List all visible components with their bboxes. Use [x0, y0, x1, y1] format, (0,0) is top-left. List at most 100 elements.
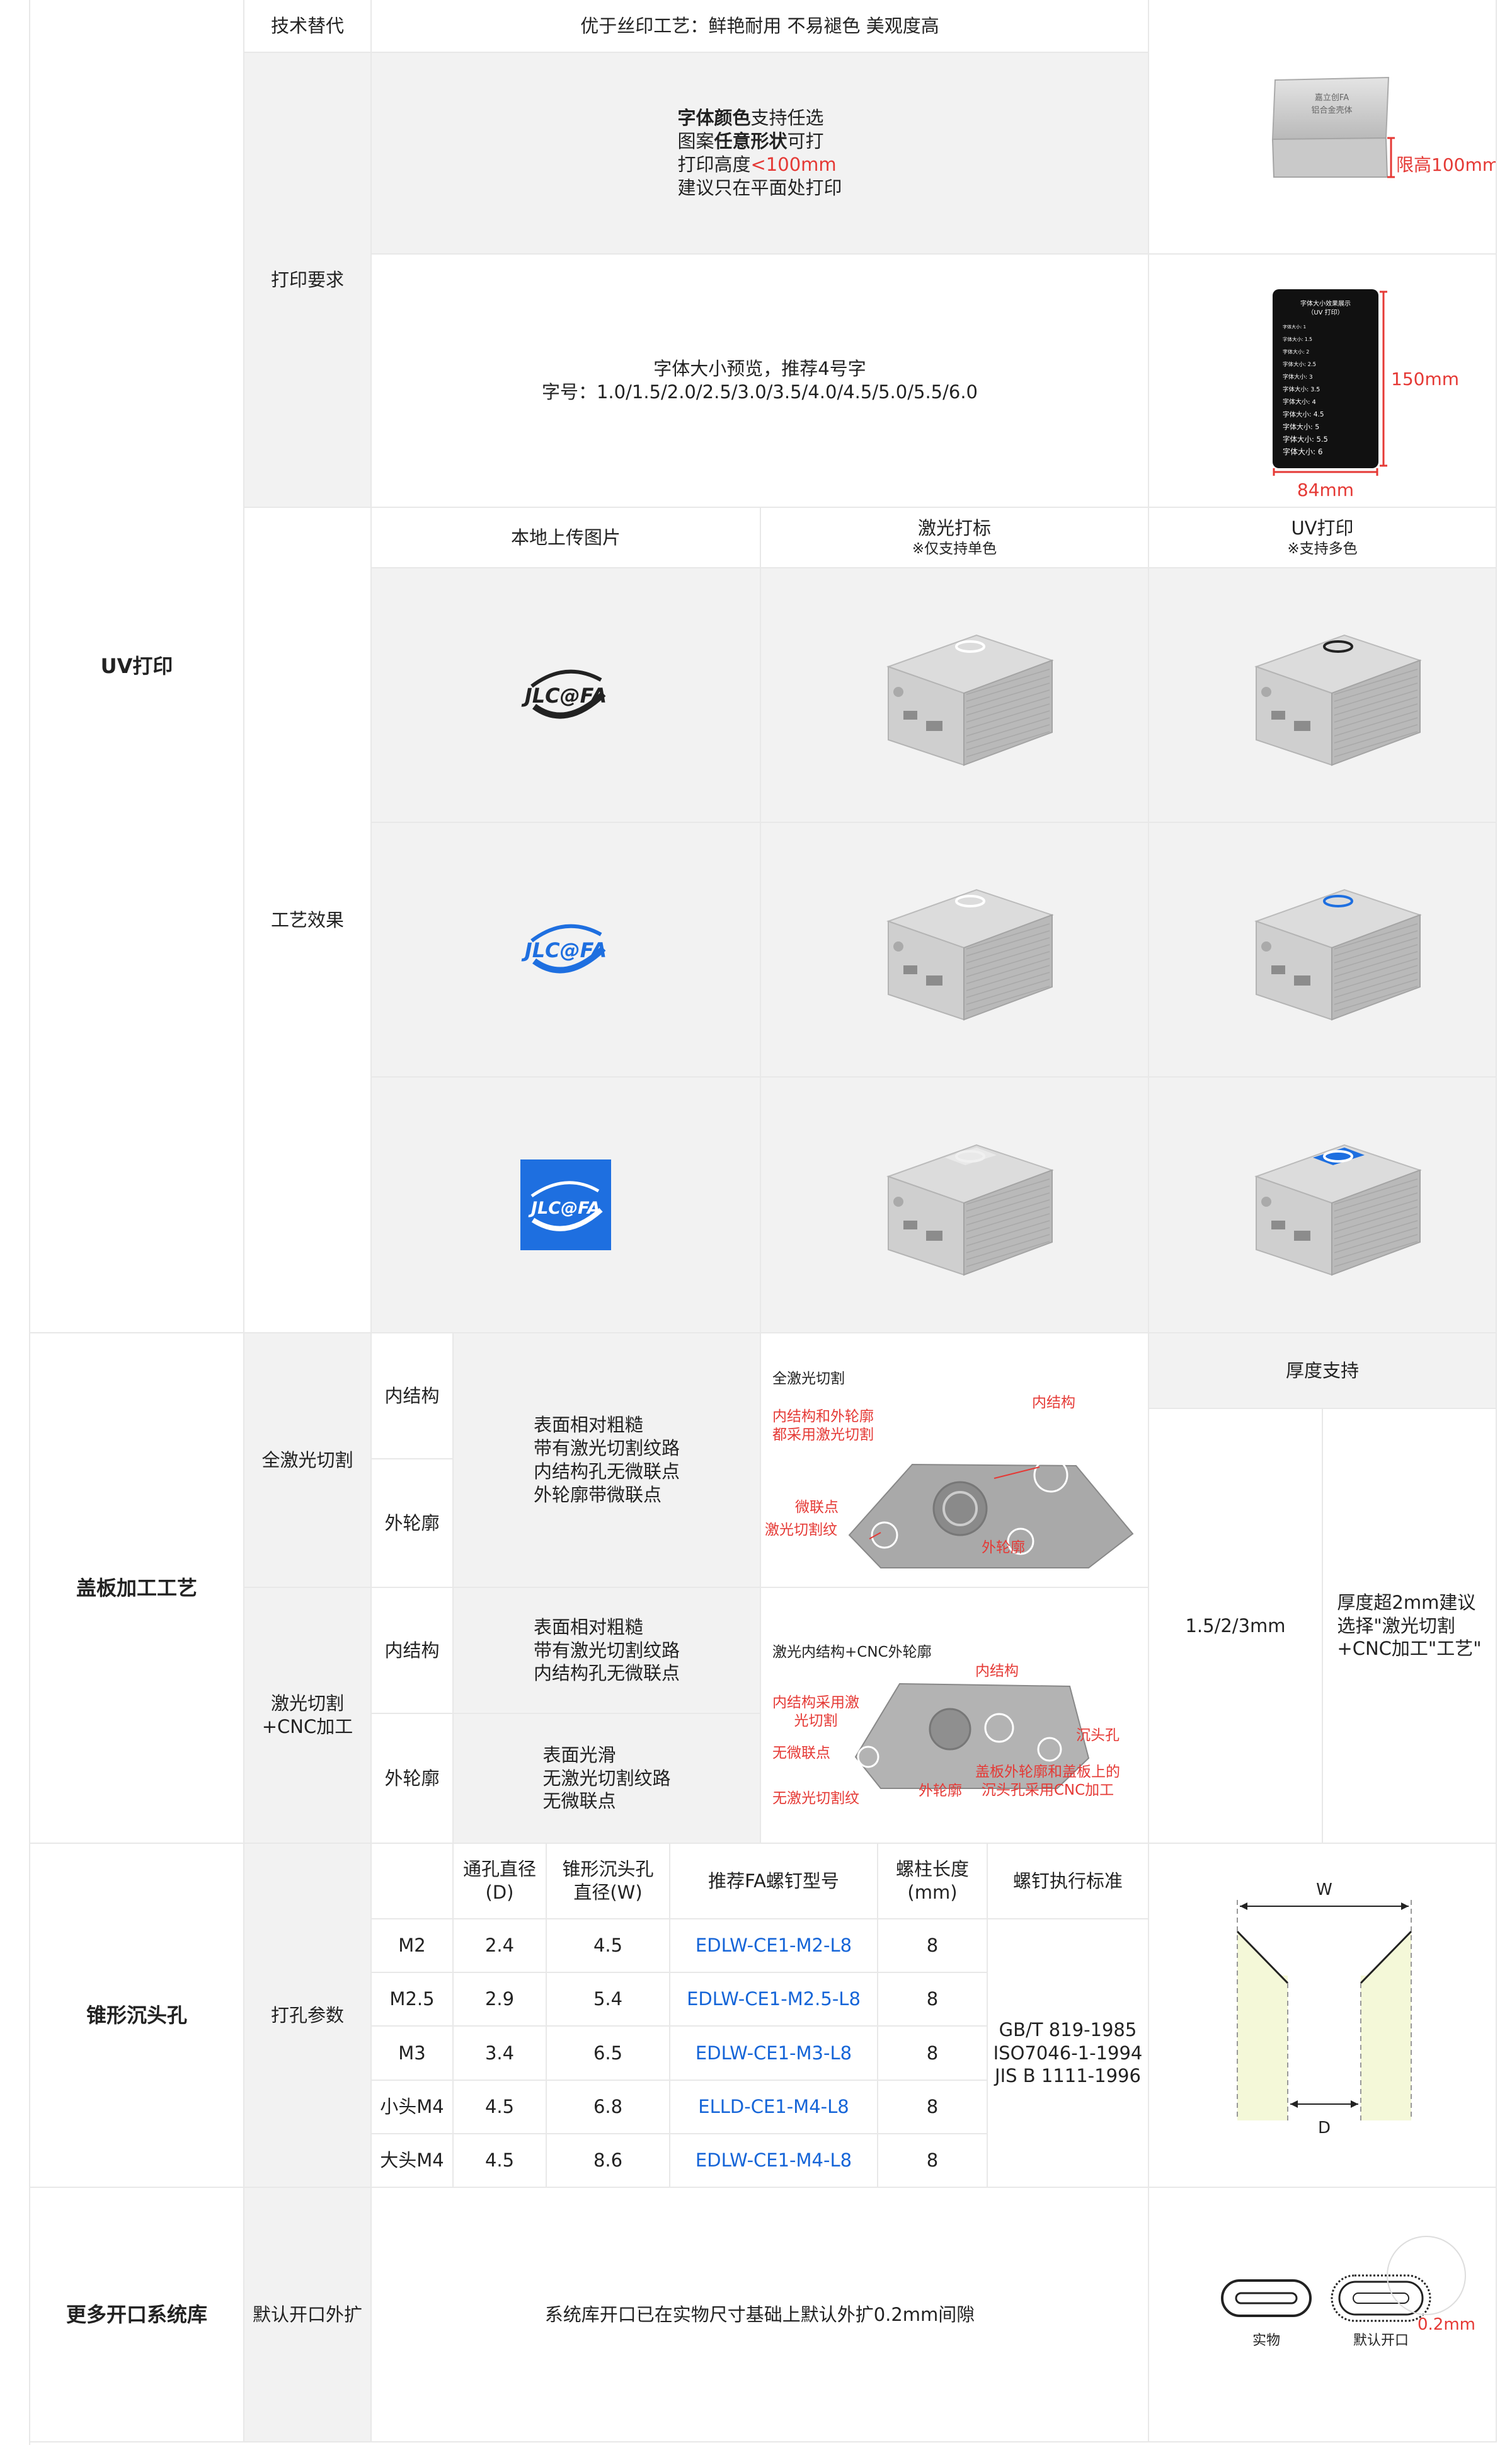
svg-text:默认开口: 默认开口	[1353, 2333, 1409, 2349]
card-row-text: 字体大小: 4.5	[1283, 410, 1324, 418]
print-req-label: 打印要求	[244, 53, 372, 508]
jlcfa-logo-square: JLC@FA	[520, 1159, 611, 1250]
thickness-note: 厚度超2mm建议 选择"激光切割 +CNC加工"工艺"	[1323, 1409, 1497, 1844]
card-row-text: 字体大小: 5	[1283, 422, 1319, 431]
svg-text:字体大小效果展示: 字体大小效果展示	[1300, 299, 1351, 308]
table-cell-len: 8	[878, 2080, 988, 2134]
col-upload-header: 本地上传图片	[372, 508, 761, 568]
svg-text:JLC@FA: JLC@FA	[521, 684, 607, 708]
screw-standard: GB/T 819-1985 ISO7046-1-1994 JIS B 1111-…	[988, 1919, 1149, 2188]
aluminum-enclosure-illustration	[886, 889, 1055, 1021]
usb-c-opening-illustration: 实物 默认开口 0.2mm	[1221, 2236, 1475, 2349]
full-laser-diagram: 全激光切割 内结构和外轮廓 都采用激光切割 内结构 微联点 激光切割纹 外轮廓	[761, 1333, 1149, 1588]
laser-mark-result-3	[761, 1078, 1149, 1333]
font-size-preview: 字体大小预览，推荐4号字 字号：1.0/1.5/2.0/2.5/3.0/3.5/…	[372, 255, 1149, 508]
jlcfa-logo-black: JLC@FA	[521, 669, 607, 719]
uv-print-result-2	[1149, 823, 1497, 1078]
cnc-outer-desc: 表面光滑 无激光切割纹路 无微联点	[454, 1714, 761, 1844]
svg-text:JLC@FA: JLC@FA	[521, 938, 607, 962]
enclosure-height-illustration: 嘉立创FA 铝合金壳体 限高100mm	[1271, 76, 1496, 178]
aluminum-enclosure-illustration	[886, 1144, 1055, 1276]
card-row-text: 字体大小: 1	[1283, 324, 1306, 330]
header-countersink-dia: 锥形沉头孔 直径(W)	[547, 1844, 670, 1919]
table-cell-w: 4.5	[547, 1919, 670, 1974]
enclosure-height-cell: 嘉立创FA 铝合金壳体 限高100mm	[1149, 0, 1497, 255]
default-expand-desc: 系统库开口已在实物尺寸基础上默认外扩0.2mm间隙	[372, 2188, 1149, 2442]
screw-model-link[interactable]: EDLW-CE1-M3-L8	[670, 2027, 878, 2081]
print-requirements: 字体颜色支持任选 图案任意形状可打 打印高度<100mm 建议只在平面处打印	[372, 53, 1149, 255]
svg-text:JLC@FA: JLC@FA	[528, 1199, 600, 1218]
upload-logo-cell-3: JLC@FA	[372, 1078, 761, 1333]
table-cell-size: 大头M4	[372, 2134, 454, 2188]
section-opening-library: 更多开口系统库	[30, 2188, 244, 2442]
header-screw-model: 推荐FA螺钉型号	[670, 1844, 878, 1919]
section-countersink: 锥形沉头孔	[30, 1844, 244, 2188]
upload-logo-cell-1: JLC@FA	[372, 568, 761, 823]
tech-replace-label: 技术替代	[244, 0, 372, 53]
table-cell-size: M2	[372, 1919, 454, 1974]
effect-label: 工艺效果	[244, 508, 372, 1333]
cover-plate-illustration-1	[848, 1458, 1134, 1568]
card-row-text: 字体大小: 1.5	[1283, 336, 1312, 342]
tech-replace-value: 优于丝印工艺：鲜艳耐用 不易褪色 美观度高	[372, 0, 1149, 53]
table-cell-w: 8.6	[547, 2134, 670, 2188]
screw-model-link[interactable]: ELLD-CE1-M4-L8	[670, 2080, 878, 2134]
upload-logo-cell-2: JLC@FA	[372, 823, 761, 1078]
table-cell-w: 6.5	[547, 2027, 670, 2081]
cover-plate-illustration-2	[854, 1683, 1090, 1789]
section-uv-print: UV打印	[30, 0, 244, 1333]
jlcfa-logo-blue: JLC@FA	[521, 924, 607, 974]
header-standard: 螺钉执行标准	[988, 1844, 1149, 1919]
screw-model-link[interactable]: EDLW-CE1-M4-L8	[670, 2134, 878, 2188]
aluminum-enclosure-illustration	[1254, 889, 1423, 1021]
laser-cnc-inner: 内结构	[372, 1588, 454, 1714]
svg-text:（UV 打印）: （UV 打印）	[1307, 308, 1343, 316]
table-cell-d: 2.4	[454, 1919, 547, 1974]
table-cell-d: 2.9	[454, 1973, 547, 2027]
laser-cnc-label: 激光切割 +CNC加工	[244, 1588, 372, 1844]
table-cell-size: M2.5	[372, 1973, 454, 2027]
table-cell-d: 4.5	[454, 2080, 547, 2134]
screw-model-link[interactable]: EDLW-CE1-M2-L8	[670, 1919, 878, 1974]
laser-cnc-outer: 外轮廓	[372, 1714, 454, 1844]
uv-print-result-3	[1149, 1078, 1497, 1333]
col-uvprint-header: UV打印※支持多色	[1149, 508, 1497, 568]
cnc-inner-desc: 表面相对粗糙 带有激光切割纹路 内结构孔无微联点	[454, 1588, 761, 1714]
font-card-cell: 字体大小效果展示 （UV 打印） 字体大小: 1 字体大小: 1.5 字体大小: 2…	[1149, 255, 1497, 508]
table-cell-len: 8	[878, 2134, 988, 2188]
full-laser-label: 全激光切割	[244, 1333, 372, 1588]
table-cell-w: 6.8	[547, 2080, 670, 2134]
drill-params-label: 打孔参数	[244, 1844, 372, 2188]
svg-text:150mm: 150mm	[1391, 369, 1459, 389]
laser-mark-result-1	[761, 568, 1149, 823]
svg-text:0.2mm: 0.2mm	[1418, 2315, 1475, 2334]
table-cell-len: 8	[878, 1973, 988, 2027]
card-row-text: 字体大小: 2	[1283, 348, 1309, 355]
full-laser-desc: 表面相对粗糙 带有激光切割纹路 内结构孔无微联点 外轮廓带微联点	[454, 1333, 761, 1588]
aluminum-enclosure-illustration	[1254, 1144, 1423, 1276]
page-frame	[29, 0, 1497, 2445]
col-laser-header: 激光打标※仅支持单色	[761, 508, 1149, 568]
svg-text:84mm: 84mm	[1297, 480, 1354, 500]
table-cell-len: 8	[878, 1919, 988, 1974]
table-cell-d: 3.4	[454, 2027, 547, 2081]
section-cover-process: 盖板加工工艺	[30, 1333, 244, 1844]
aluminum-enclosure-illustration	[886, 634, 1055, 766]
font-size-card-illustration: 字体大小效果展示 （UV 打印） 字体大小: 1 字体大小: 1.5 字体大小: 2…	[1273, 289, 1459, 500]
default-expand-label: 默认开口外扩	[244, 2188, 372, 2442]
header-through-hole: 通孔直径 (D)	[454, 1844, 547, 1919]
card-row-text: 字体大小: 6	[1283, 447, 1323, 456]
screw-model-link[interactable]: EDLW-CE1-M2.5-L8	[670, 1973, 878, 2027]
uv-print-result-1	[1149, 568, 1497, 823]
opening-illustration-cell: 实物 默认开口 0.2mm	[1149, 2188, 1497, 2442]
full-laser-inner: 内结构	[372, 1333, 454, 1459]
size-header-blank	[372, 1844, 454, 1919]
svg-text:D: D	[1318, 2119, 1331, 2137]
svg-text:限高100mm: 限高100mm	[1396, 154, 1496, 175]
header-stud-length: 螺柱长度 (mm)	[878, 1844, 988, 1919]
card-row-text: 字体大小: 3.5	[1283, 386, 1320, 393]
laser-mark-result-2	[761, 823, 1149, 1078]
table-cell-w: 5.4	[547, 1973, 670, 2027]
aluminum-enclosure-illustration	[1254, 634, 1423, 766]
countersink-diagram-cell: W D	[1149, 1844, 1497, 2188]
